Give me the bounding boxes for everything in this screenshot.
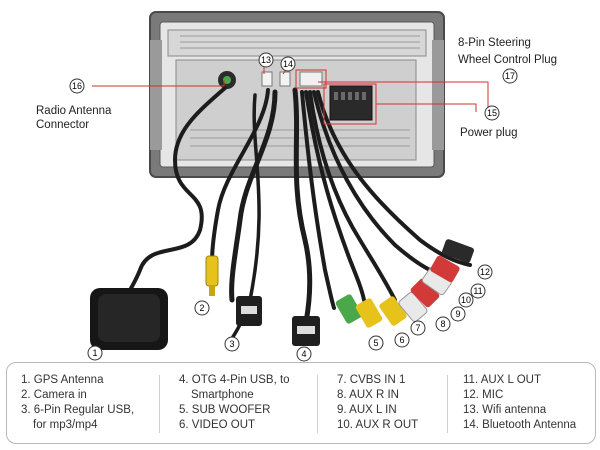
svg-text:2: 2: [199, 303, 204, 313]
legend-col-4: 11. AUX L OUT 12. MIC 13. Wifi antenna 1…: [463, 373, 576, 433]
svg-text:12: 12: [480, 267, 490, 277]
legend-col-3: 7. CVBS IN 1 8. AUX R IN 9. AUX L IN 10.…: [337, 373, 418, 433]
svg-text:15: 15: [487, 108, 497, 118]
radio-label-line1: Radio Antenna: [36, 105, 112, 117]
gps-antenna: [90, 288, 168, 350]
steering-callout: 8-Pin Steering Wheel Control Plug: [458, 36, 557, 67]
marker-10: 10: [458, 292, 474, 308]
marker-1: 1: [87, 345, 103, 361]
marker-14: 14: [280, 56, 296, 72]
legend-item: 4. OTG 4-Pin USB, to: [179, 374, 290, 386]
marker-13: 13: [258, 52, 274, 68]
rca-red-3: [430, 255, 460, 283]
number-markers: 1 2 3 4 5 6 7 8 9 10 11 12 13 14 15 16 1…: [69, 52, 518, 362]
legend-item: 12. MIC: [463, 389, 504, 401]
legend-item: 11. AUX L OUT: [463, 374, 541, 386]
svg-text:16: 16: [72, 81, 82, 91]
camera-in-plug: [205, 255, 219, 296]
marker-12: 12: [477, 264, 493, 280]
callout-lines: [92, 62, 489, 125]
svg-text:9: 9: [455, 309, 460, 319]
svg-text:4: 4: [301, 349, 306, 359]
usb-otg-connector: [292, 316, 320, 346]
svg-text:5: 5: [373, 338, 378, 348]
usb-6pin-connector: [236, 296, 262, 326]
legend-item: 1. GPS Antenna: [21, 374, 104, 386]
svg-text:1: 1: [92, 348, 97, 358]
svg-text:10: 10: [461, 295, 471, 305]
marker-5: 5: [368, 335, 384, 351]
legend-item: for mp3/mp4: [33, 419, 98, 431]
legend-panel: 1. GPS Antenna 2. Camera in 3. 6-Pin Reg…: [6, 362, 596, 444]
marker-4: 4: [296, 346, 312, 362]
legend-divider: [317, 375, 318, 433]
svg-text:13: 13: [261, 55, 271, 65]
rca-red-1: [398, 291, 428, 323]
steering-label-line1: 8-Pin Steering: [458, 37, 531, 49]
steering-control-plug: [299, 71, 323, 87]
marker-17: 17: [502, 68, 518, 84]
rca-yellow-2: [379, 296, 407, 326]
legend-item: 14. Bluetooth Antenna: [463, 419, 577, 431]
antenna-connectors: [218, 71, 291, 89]
radio-label-line2: Connector: [36, 119, 90, 131]
legend-divider: [159, 375, 160, 433]
radio-callout: Radio Antenna Connector: [36, 104, 111, 132]
svg-text:11: 11: [473, 286, 482, 296]
marker-15: 15: [484, 105, 500, 121]
legend-item: 5. SUB WOOFER: [179, 404, 271, 416]
legend-divider: [447, 375, 448, 433]
rca-yellow-1: [355, 298, 383, 328]
power-plug-connector: [329, 85, 373, 121]
legend-item: 8. AUX R IN: [337, 389, 399, 401]
marker-8: 8: [435, 316, 451, 332]
legend-item: 9. AUX L IN: [337, 404, 397, 416]
legend-item: 10. AUX R OUT: [337, 419, 419, 431]
legend-item: 13. Wifi antenna: [463, 404, 547, 416]
marker-3: 3: [224, 336, 240, 352]
legend-item: 2. Camera in: [21, 389, 87, 401]
svg-text:8: 8: [440, 319, 445, 329]
steering-label-line2: Wheel Control Plug: [458, 54, 558, 66]
legend-item: 7. CVBS IN 1: [337, 374, 406, 386]
marker-11: 11: [470, 283, 486, 299]
legend-item: Smartphone: [191, 389, 254, 401]
legend-item: 3. 6-Pin Regular USB,: [21, 404, 135, 416]
rca-red-2: [410, 278, 440, 308]
mic-plug: [442, 239, 474, 263]
svg-text:3: 3: [229, 339, 234, 349]
marker-2: 2: [194, 300, 210, 316]
legend-col-1: 1. GPS Antenna 2. Camera in 3. 6-Pin Reg…: [21, 373, 134, 433]
marker-7: 7: [410, 320, 426, 336]
cable-bundle: [118, 86, 472, 347]
legend-col-2: 4. OTG 4-Pin USB, to Smartphone 5. SUB W…: [179, 373, 290, 433]
power-label: Power plug: [460, 127, 518, 139]
svg-text:7: 7: [415, 323, 420, 333]
marker-16: 16: [69, 78, 85, 94]
legend-item: 6. VIDEO OUT: [179, 419, 256, 431]
marker-9: 9: [450, 306, 466, 322]
marker-6: 6: [394, 332, 410, 348]
svg-text:6: 6: [399, 335, 404, 345]
svg-text:17: 17: [505, 71, 515, 81]
rca-green: [335, 294, 363, 324]
power-callout: Power plug: [460, 126, 518, 140]
svg-text:14: 14: [283, 59, 293, 69]
